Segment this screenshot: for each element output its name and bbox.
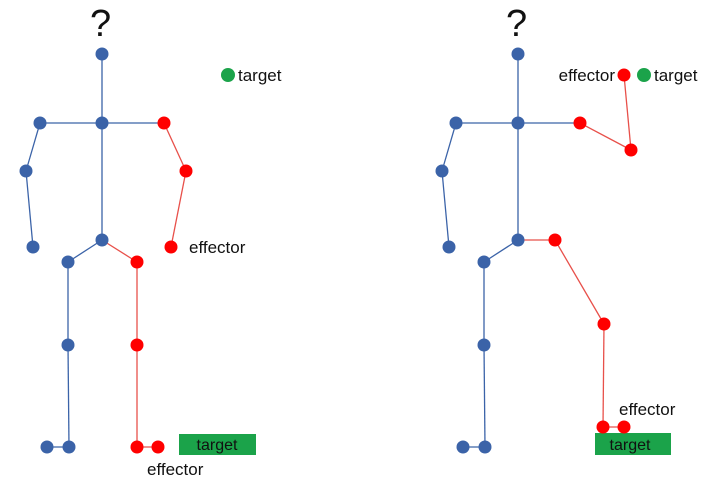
left-foot-target-box — [179, 434, 256, 455]
right-question-mark: ? — [506, 3, 527, 45]
left-arm-effector-joint — [164, 240, 178, 254]
right-skeleton-joints — [435, 47, 525, 454]
right-arm-effector-label: effector — [559, 66, 616, 85]
right-leg-hip-joint — [548, 233, 562, 247]
right-chain-joints — [548, 68, 638, 434]
left-target-label: target — [238, 66, 282, 85]
right-shoulder-joint — [449, 116, 463, 130]
right-hip-joint — [477, 255, 491, 269]
left-chain-lines — [101, 122, 187, 448]
left-upper-arm — [25, 122, 41, 172]
left-leg-chain-hip — [101, 239, 138, 263]
left-shoulder-joint — [33, 116, 47, 130]
right-target-label: target — [654, 66, 698, 85]
left-skeleton-lines — [25, 54, 164, 448]
right-head-joint — [511, 47, 525, 61]
left-arm-effector-label: effector — [189, 238, 246, 257]
right-hip-left — [483, 239, 519, 263]
left-chain-joints — [130, 116, 193, 454]
right-ankle-joint — [478, 440, 492, 454]
left-leg-effector-joint — [151, 440, 165, 454]
right-arm-shoulder-joint — [573, 116, 587, 130]
left-leg-ankle-joint — [130, 440, 144, 454]
right-foot-target-box — [595, 433, 671, 455]
right-arm-target-dot — [637, 68, 651, 82]
left-toe-joint — [40, 440, 54, 454]
left-ankle-joint — [62, 440, 76, 454]
left-pelvis-joint — [95, 233, 109, 247]
left-figure: ? — [19, 3, 282, 479]
right-arm-chain-lower — [623, 74, 632, 151]
left-foot-effector-label: effector — [147, 460, 204, 479]
left-elbow-joint — [19, 164, 33, 178]
left-neck-joint — [95, 116, 109, 130]
right-foot-effector-label: effector — [619, 400, 676, 419]
right-elbow-joint — [435, 164, 449, 178]
right-arm-effector-joint — [617, 68, 631, 82]
left-skeleton-joints — [19, 47, 109, 454]
right-forearm — [441, 170, 450, 248]
right-chain-lines — [518, 74, 632, 428]
right-leg-effector-joint — [617, 420, 631, 434]
left-question-mark: ? — [90, 3, 111, 45]
left-leg-knee-joint — [130, 338, 144, 352]
right-foot-target-label: target — [610, 437, 651, 454]
left-forearm — [25, 170, 34, 248]
left-foot-target-label: target — [197, 437, 238, 454]
left-knee-joint — [61, 338, 75, 352]
left-arm-elbow-joint — [179, 164, 193, 178]
right-leg-chain-thigh — [554, 239, 605, 325]
left-head-joint — [95, 47, 109, 61]
right-knee-joint — [477, 338, 491, 352]
right-leg-chain-shin — [602, 323, 605, 428]
left-hip-left — [67, 239, 103, 263]
right-shin — [483, 344, 486, 448]
right-leg-knee-joint — [597, 317, 611, 331]
right-pelvis-joint — [511, 233, 525, 247]
right-neck-joint — [511, 116, 525, 130]
right-arm-elbow-joint — [624, 143, 638, 157]
left-arm-chain-upper — [163, 122, 187, 172]
right-leg-ankle-joint — [596, 420, 610, 434]
left-hand-joint — [26, 240, 40, 254]
right-toe-joint — [456, 440, 470, 454]
left-leg-hip-joint — [130, 255, 144, 269]
left-shin — [67, 344, 70, 448]
right-hand-joint — [442, 240, 456, 254]
right-arm-chain-upper — [579, 122, 632, 151]
left-arm-chain-lower — [170, 170, 187, 248]
right-upper-arm — [441, 122, 457, 172]
left-arm-shoulder-joint — [157, 116, 171, 130]
right-skeleton-lines — [441, 54, 580, 448]
left-arm-target-dot — [221, 68, 235, 82]
left-hip-joint — [61, 255, 75, 269]
right-figure: ? — [435, 3, 698, 455]
